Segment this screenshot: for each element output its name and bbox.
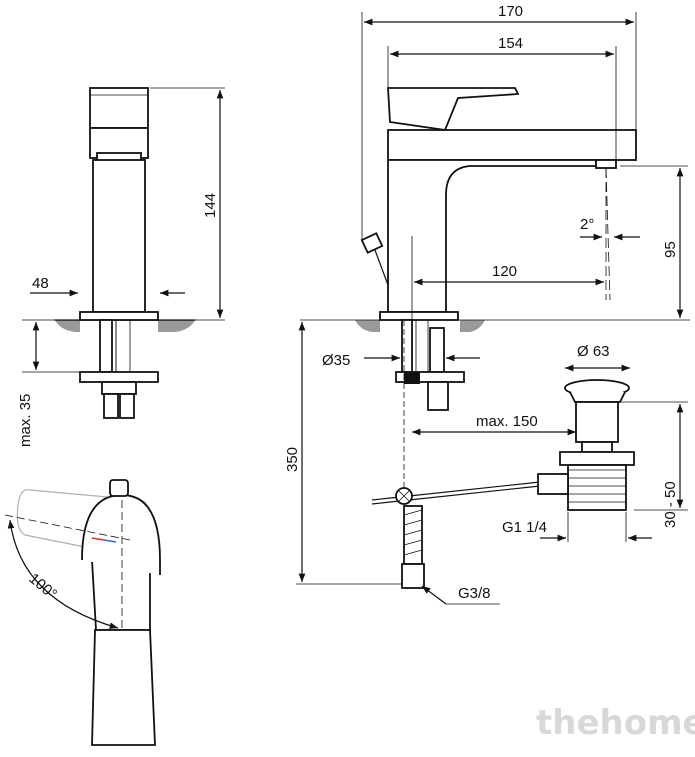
dim-350: 350 (284, 447, 301, 472)
fixing-plate (79, 371, 159, 383)
dim-g38: G3/8 (458, 585, 491, 602)
counter-hatch-left (55, 320, 80, 332)
faucet-body-side (92, 159, 146, 313)
dim-max35: max. 35 (17, 394, 34, 447)
dim-dia35: Ø35 (322, 352, 350, 369)
dim-g114: G1 1/4 (502, 519, 547, 536)
spout-top (91, 629, 156, 746)
dim-120: 120 (492, 263, 517, 280)
dim-170: 170 (498, 3, 523, 20)
side-view: 144 48 max. 35 (17, 87, 225, 447)
base-plate (79, 311, 159, 321)
front-view: 170 154 95 2° 120 350 Ø35 Ø 63 max. 150 (284, 3, 690, 605)
dim-dia63: Ø 63 (577, 343, 610, 360)
drain-body (567, 464, 627, 511)
counter-hatch-right (158, 320, 195, 332)
dim-max150: max. 150 (476, 413, 538, 430)
top-view: 100° (4, 479, 161, 746)
handle-block (89, 87, 149, 129)
dim-30-50: 30 - 50 (662, 481, 679, 528)
dim-48: 48 (32, 275, 49, 292)
spout (387, 129, 637, 161)
dim-95: 95 (662, 241, 679, 258)
dim-2deg: 2° (580, 216, 594, 233)
dim-144: 144 (202, 193, 219, 218)
dim-154: 154 (498, 35, 523, 52)
watermark-text: thehome (536, 703, 695, 743)
handle-lever (387, 87, 520, 131)
